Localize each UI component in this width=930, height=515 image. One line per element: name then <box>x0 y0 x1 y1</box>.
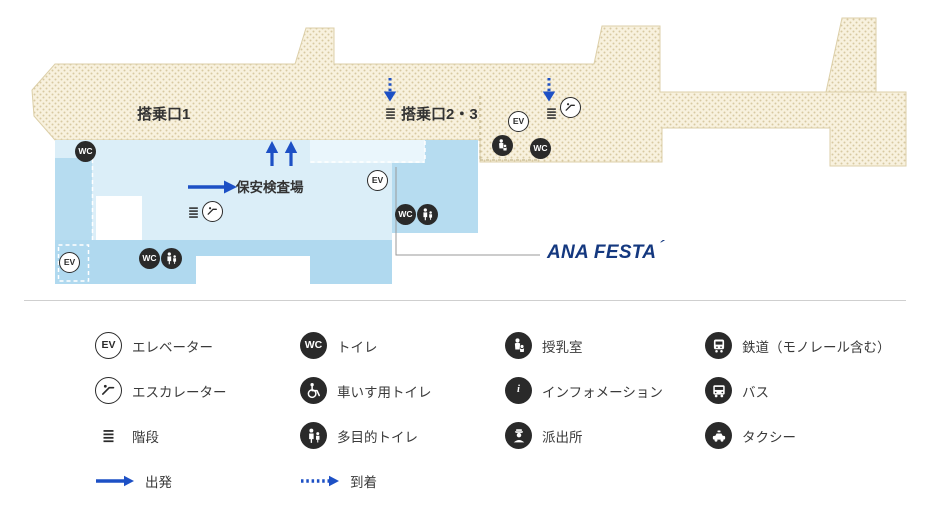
elevator-icon: EV <box>95 332 122 359</box>
pier-top-right <box>825 17 877 93</box>
stairs-icon <box>545 104 558 123</box>
legend-item-train: 鉄道（モノレール含む） <box>705 323 930 368</box>
arrival-arrow-down-1 <box>383 78 397 102</box>
legend-label: バス <box>742 384 769 400</box>
legend-label: 出発 <box>145 474 172 490</box>
escalator-icon <box>95 377 122 404</box>
departure-arrow-up-1 <box>265 141 279 166</box>
legend-item-arrival: 到着 <box>300 458 505 503</box>
elevator-icon: EV <box>367 170 388 191</box>
gate-strip-lighter <box>310 140 425 163</box>
arrival-arrow-down-2 <box>542 78 556 102</box>
legend-label: 階段 <box>132 429 159 445</box>
stairs-icon <box>95 425 122 447</box>
bus-icon <box>705 377 732 404</box>
legend-label: 鉄道（モノレール含む） <box>742 339 891 355</box>
legend-column-3: 授乳室 i インフォメーション 派出所 <box>505 323 705 503</box>
legend-item-wheelchair-toilet: 車いす用トイレ <box>300 368 505 413</box>
legend-item-stairs: 階段 <box>95 413 300 458</box>
multipurpose-toilet-icon <box>417 204 438 225</box>
legend-column-1: EV エレベーター エスカレーター 階段 出発 <box>95 323 300 503</box>
legend-label: 授乳室 <box>542 339 583 355</box>
divider <box>24 300 906 301</box>
legend-item-taxi: タクシー <box>705 413 930 458</box>
multipurpose-toilet-icon <box>300 422 327 449</box>
stairs-icon <box>187 203 200 222</box>
legend-label: エスカレーター <box>132 384 227 400</box>
departure-arrow-icon <box>95 475 135 487</box>
nursing-room-icon <box>505 332 532 359</box>
gate1-label: 搭乗口1 <box>137 106 191 123</box>
elevator-icon: EV <box>59 252 80 273</box>
legend-column-2: WC トイレ 車いす用トイレ 多目的トイレ 到着 <box>300 323 505 503</box>
gate23-label: 搭乗口2・3 <box>401 106 478 123</box>
room-cutout-2 <box>196 256 310 284</box>
toilet-icon: WC <box>530 138 551 159</box>
partition-dashes-tan <box>479 96 538 161</box>
departure-arrow-up-2 <box>284 141 298 166</box>
departure-arrow-security <box>188 180 237 194</box>
legend-item-escalator: エスカレーター <box>95 368 300 413</box>
nursing-room-icon <box>492 135 513 156</box>
legend-item-multipurpose-toilet: 多目的トイレ <box>300 413 505 458</box>
legend-item-nursing-room: 授乳室 <box>505 323 705 368</box>
multipurpose-toilet-icon <box>161 248 182 269</box>
security-check-label: 保安検査場 <box>236 180 304 195</box>
terminal-map: 搭乗口1 搭乗口2・3 保安検査場 ANA FESTA´ WC EV WC EV… <box>31 17 907 284</box>
arrival-arrow-icon <box>300 475 340 487</box>
ana-festa-leader-line <box>395 167 540 256</box>
escalator-icon <box>202 201 223 222</box>
train-icon <box>705 332 732 359</box>
legend-label: エレベーター <box>132 339 213 355</box>
legend-label: タクシー <box>742 429 796 445</box>
legend: EV エレベーター エスカレーター 階段 出発 WC トイレ <box>0 301 930 503</box>
legend-item-information: i インフォメーション <box>505 368 705 413</box>
legend-item-police-box: 派出所 <box>505 413 705 458</box>
terminal-floor-plan <box>31 17 907 284</box>
legend-item-bus: バス <box>705 368 930 413</box>
toilet-icon: WC <box>300 332 327 359</box>
legend-label: 派出所 <box>542 429 583 445</box>
room-cutout-1 <box>96 196 142 240</box>
ana-festa-logo: ANA FESTA´ <box>547 238 665 264</box>
police-box-icon <box>505 422 532 449</box>
taxi-icon <box>705 422 732 449</box>
partition-dashes-white <box>57 141 426 282</box>
elevator-icon: EV <box>508 111 529 132</box>
legend-column-4: 鉄道（モノレール含む） バス タクシー <box>705 323 930 503</box>
information-icon: i <box>505 377 532 404</box>
toilet-icon: WC <box>395 204 416 225</box>
legend-label: トイレ <box>337 339 378 355</box>
legend-label: 車いす用トイレ <box>337 384 432 400</box>
wheelchair-toilet-icon <box>300 377 327 404</box>
legend-item-elevator: EV エレベーター <box>95 323 300 368</box>
legend-label: 多目的トイレ <box>337 429 418 445</box>
legend-item-toilet: WC トイレ <box>300 323 505 368</box>
toilet-icon: WC <box>75 141 96 162</box>
legend-item-departure: 出発 <box>95 458 300 503</box>
left-wing-block <box>55 158 92 242</box>
toilet-icon: WC <box>139 248 160 269</box>
stairs-icon <box>384 104 397 123</box>
ana-festa-text: ANA FESTA <box>547 242 657 263</box>
escalator-icon <box>560 97 581 118</box>
legend-label: インフォメーション <box>542 384 663 400</box>
legend-label: 到着 <box>350 474 377 490</box>
